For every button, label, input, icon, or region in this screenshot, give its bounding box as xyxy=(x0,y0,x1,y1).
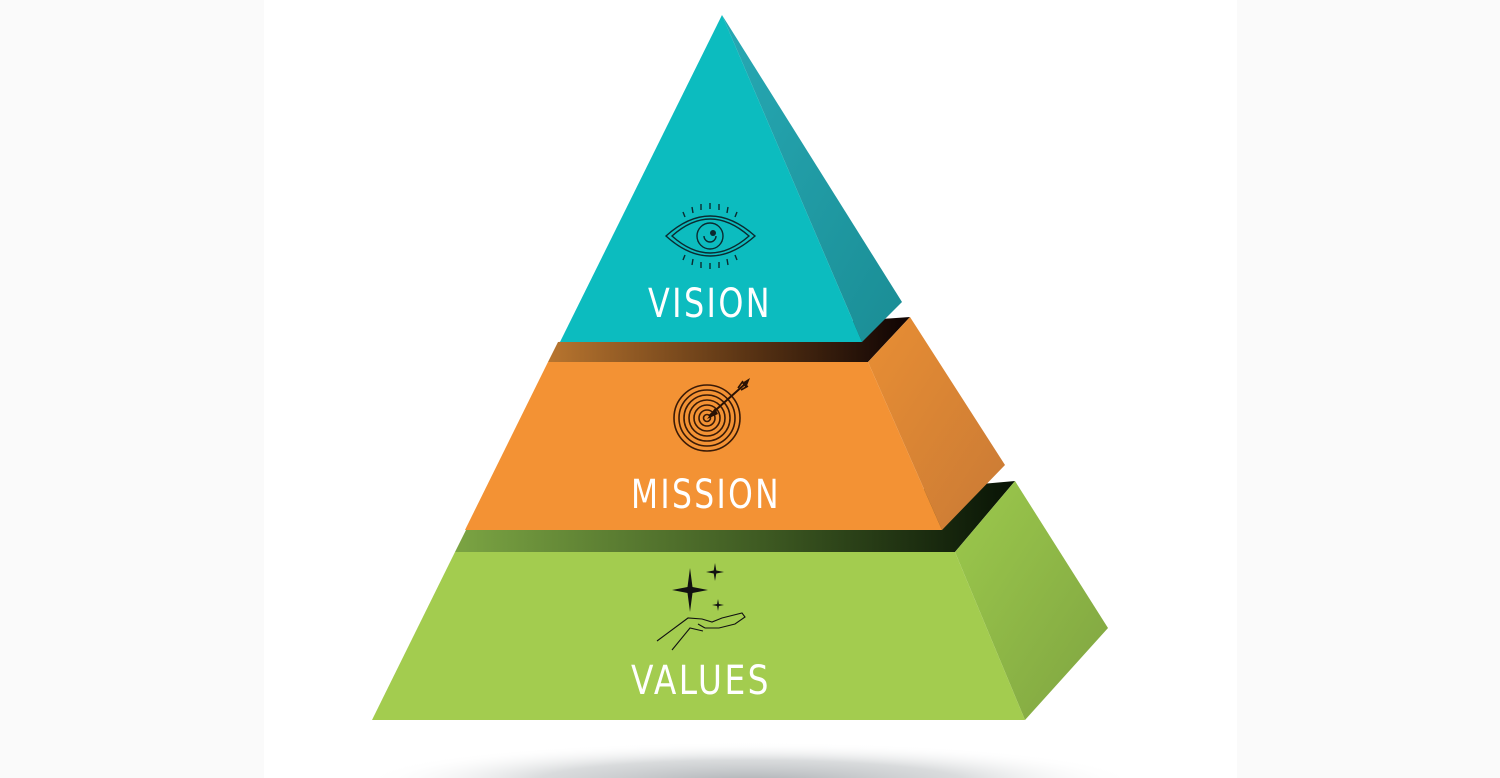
vision-label: VISION xyxy=(648,281,772,327)
values-side-face xyxy=(955,481,1108,720)
mission-label: MISSION xyxy=(631,472,781,518)
vision-side-face xyxy=(722,15,902,342)
mission-side-face xyxy=(868,317,1005,530)
values-front-face xyxy=(372,552,1025,720)
eye-icon xyxy=(664,203,757,269)
vision-front-face xyxy=(560,15,862,342)
values-label: VALUES xyxy=(631,658,771,704)
target-arrow-icon xyxy=(673,378,750,452)
tier-vision[interactable]: VISION xyxy=(560,15,902,342)
tier-values[interactable]: VALUES xyxy=(372,481,1108,720)
right-margin-panel xyxy=(1237,0,1500,778)
hand-sparkles-icon xyxy=(656,563,746,651)
tier-mission[interactable]: MISSION xyxy=(465,317,1005,530)
floor-shadow xyxy=(362,742,1138,778)
left-margin-panel xyxy=(0,0,264,778)
